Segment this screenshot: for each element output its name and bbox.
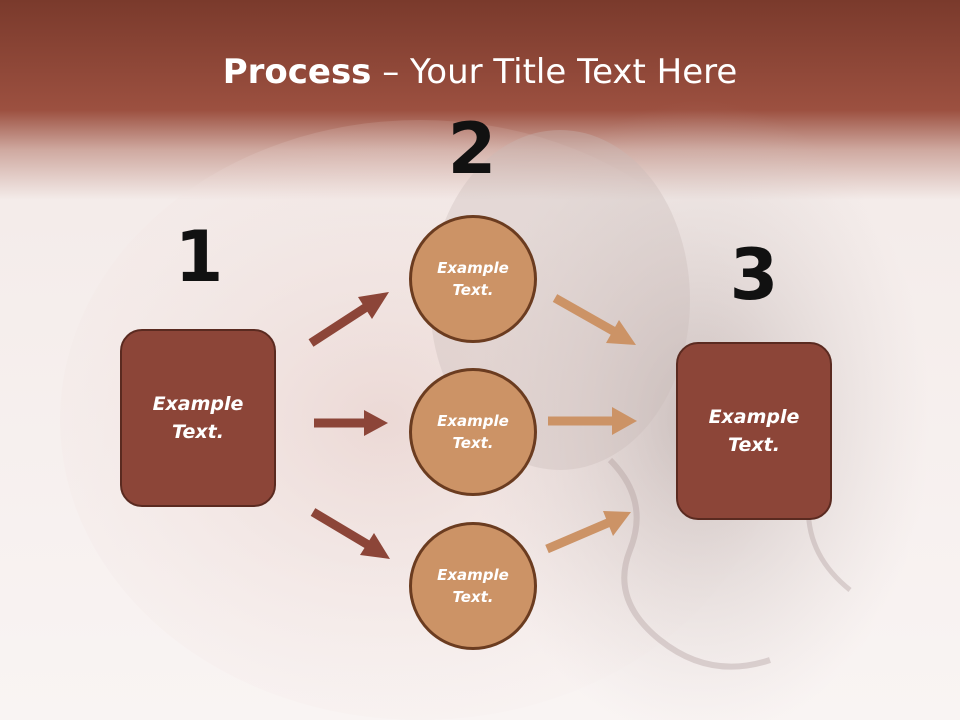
title-bold: Process [222, 52, 372, 92]
circle-middle-line2: Text. [452, 434, 494, 452]
step-1-line1: Example [152, 392, 244, 415]
step-number-1: 1 [174, 216, 224, 298]
title-rest: – Your Title Text Here [371, 52, 738, 92]
arrow-right-mid [548, 407, 637, 435]
circle-bottom-line2: Text. [452, 588, 494, 606]
step-3-line2: Text. [728, 434, 780, 456]
circle-top-line1: Example [437, 258, 509, 277]
circle-middle-line1: Example [437, 411, 509, 430]
circle-bottom-line1: Example [437, 565, 509, 584]
arrow-right-down [552, 294, 636, 345]
circle-top-line2: Text. [452, 281, 494, 299]
step-1-box: Example Text. [120, 329, 276, 507]
arrow-left-mid [314, 410, 388, 436]
step-number-3: 3 [729, 234, 779, 316]
arrow-right-up [545, 511, 631, 554]
arrow-left-up [308, 292, 389, 347]
step-2-circle-bottom: Example Text. [409, 522, 537, 650]
step-3-line1: Example [708, 405, 800, 428]
step-2-circle-top: Example Text. [409, 215, 537, 343]
step-number-2: 2 [447, 108, 497, 190]
step-2-circle-middle: Example Text. [409, 368, 537, 496]
arrow-left-down [310, 508, 390, 559]
step-3-box: Example Text. [676, 342, 832, 520]
slide-title: Process – Your Title Text Here [0, 52, 960, 92]
step-1-line2: Text. [172, 421, 224, 443]
